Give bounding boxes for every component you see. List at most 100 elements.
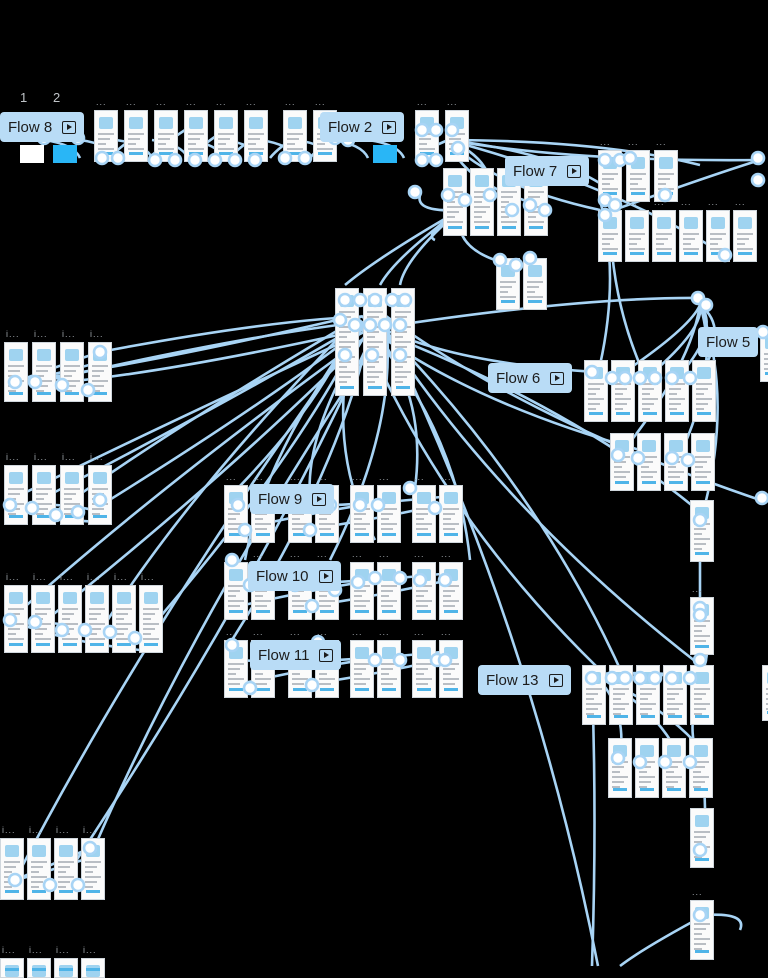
connector-handle[interactable] [622,150,638,166]
connector-handle[interactable] [508,257,524,273]
connector-handle[interactable] [617,370,633,386]
connector-handle[interactable] [230,497,246,513]
connector-handle[interactable] [407,184,423,200]
frame-menu-dots[interactable]: ... [226,627,237,637]
flow-connector[interactable] [447,138,761,162]
frame-menu-dots[interactable]: ... [692,887,703,897]
play-icon[interactable] [62,120,77,134]
connector-handle[interactable] [717,247,733,263]
screen-frame[interactable] [85,585,109,653]
connector-handle[interactable] [692,512,708,528]
connector-handle[interactable] [297,150,313,166]
play-icon[interactable] [318,569,333,583]
frame-menu-dots[interactable]: ... [692,584,703,594]
connector-handle[interactable] [610,750,626,766]
frame-menu-dots[interactable]: ... [253,549,264,559]
screen-frame[interactable] [665,360,689,422]
connector-handle[interactable] [402,480,418,496]
screen-frame[interactable] [124,110,148,162]
frame-menu-dots[interactable]: ... [285,97,296,107]
frame-menu-dots[interactable]: i... [62,329,76,339]
screen-frame[interactable] [412,640,436,698]
screen-frame[interactable] [625,210,649,262]
connector-handle[interactable] [450,140,466,156]
frame-menu-dots[interactable]: i... [83,825,97,835]
flow-2-label[interactable]: Flow 2 [320,112,405,142]
frame-menu-dots[interactable]: ... [417,97,428,107]
play-icon[interactable] [548,673,563,687]
play-icon[interactable] [382,120,397,134]
frame-menu-dots[interactable]: i... [6,452,20,462]
frame-menu-dots[interactable]: i... [56,825,70,835]
connector-handle[interactable] [427,500,443,516]
connector-handle[interactable] [352,292,368,308]
screen-frame[interactable] [350,640,374,698]
connector-handle[interactable] [584,364,600,380]
connector-handle[interactable] [647,670,663,686]
connector-handle[interactable] [367,570,383,586]
connector-handle[interactable] [350,574,366,590]
connector-handle[interactable] [657,187,673,203]
connector-handle[interactable] [584,670,600,686]
frame-menu-dots[interactable]: ... [186,97,197,107]
connector-handle[interactable] [54,622,70,638]
frame-menu-dots[interactable]: ... [317,472,328,482]
screen-frame[interactable] [439,485,463,543]
connector-handle[interactable] [437,572,453,588]
connector-handle[interactable] [127,630,143,646]
connector-handle[interactable] [682,754,698,770]
connector-handle[interactable] [392,317,408,333]
screen-frame[interactable] [610,433,634,491]
connector-handle[interactable] [54,377,70,393]
frame-menu-dots[interactable]: i... [33,572,47,582]
frame-menu-dots[interactable]: ... [315,97,326,107]
frame-menu-dots[interactable]: ... [352,627,363,637]
connector-handle[interactable] [42,877,58,893]
frame-menu-dots[interactable]: ... [253,472,264,482]
connector-handle[interactable] [597,207,613,223]
connector-handle[interactable] [337,347,353,363]
connector-handle[interactable] [630,450,646,466]
connector-handle[interactable] [682,370,698,386]
frame-menu-dots[interactable]: i... [6,572,20,582]
connector-handle[interactable] [92,492,108,508]
frame-menu-dots[interactable]: ... [379,627,390,637]
connector-handle[interactable] [277,150,293,166]
frame-menu-dots[interactable]: ... [226,472,237,482]
flow-6-label[interactable]: Flow 6 [488,363,573,393]
connector-handle[interactable] [70,504,86,520]
connector-handle[interactable] [2,612,18,628]
screen-frame[interactable] [184,110,208,162]
screen-frame[interactable] [0,838,24,900]
connector-handle[interactable] [362,317,378,333]
screen-frame[interactable] [439,562,463,620]
frame-menu-dots[interactable]: ... [156,97,167,107]
connector-handle[interactable] [242,680,258,696]
connector-handle[interactable] [392,347,408,363]
frame-menu-dots[interactable]: i... [29,825,43,835]
frame-menu-dots[interactable]: ... [379,472,390,482]
connector-handle[interactable] [664,370,680,386]
connector-handle[interactable] [632,754,648,770]
frame-menu-dots[interactable]: i... [6,329,20,339]
frame-menu-dots[interactable]: ... [414,472,425,482]
connector-handle[interactable] [82,840,98,856]
frame-menu-dots[interactable]: i... [34,329,48,339]
frame-menu-dots[interactable]: ... [654,197,665,207]
flow-7-label[interactable]: Flow 7 [505,156,590,186]
frame-menu-dots[interactable]: i... [87,572,101,582]
connector-handle[interactable] [610,447,626,463]
connector-handle[interactable] [604,370,620,386]
screen-frame[interactable] [58,585,82,653]
connector-handle[interactable] [412,572,428,588]
connector-handle[interactable] [444,122,460,138]
connector-handle[interactable] [367,652,383,668]
connector-handle[interactable] [657,754,673,770]
frame-menu-dots[interactable]: ... [253,627,264,637]
screen-frame[interactable] [154,110,178,162]
connector-handle[interactable] [70,877,86,893]
connector-handle[interactable] [414,122,430,138]
frame-menu-dots[interactable]: ... [441,549,452,559]
connector-handle[interactable] [698,297,714,313]
